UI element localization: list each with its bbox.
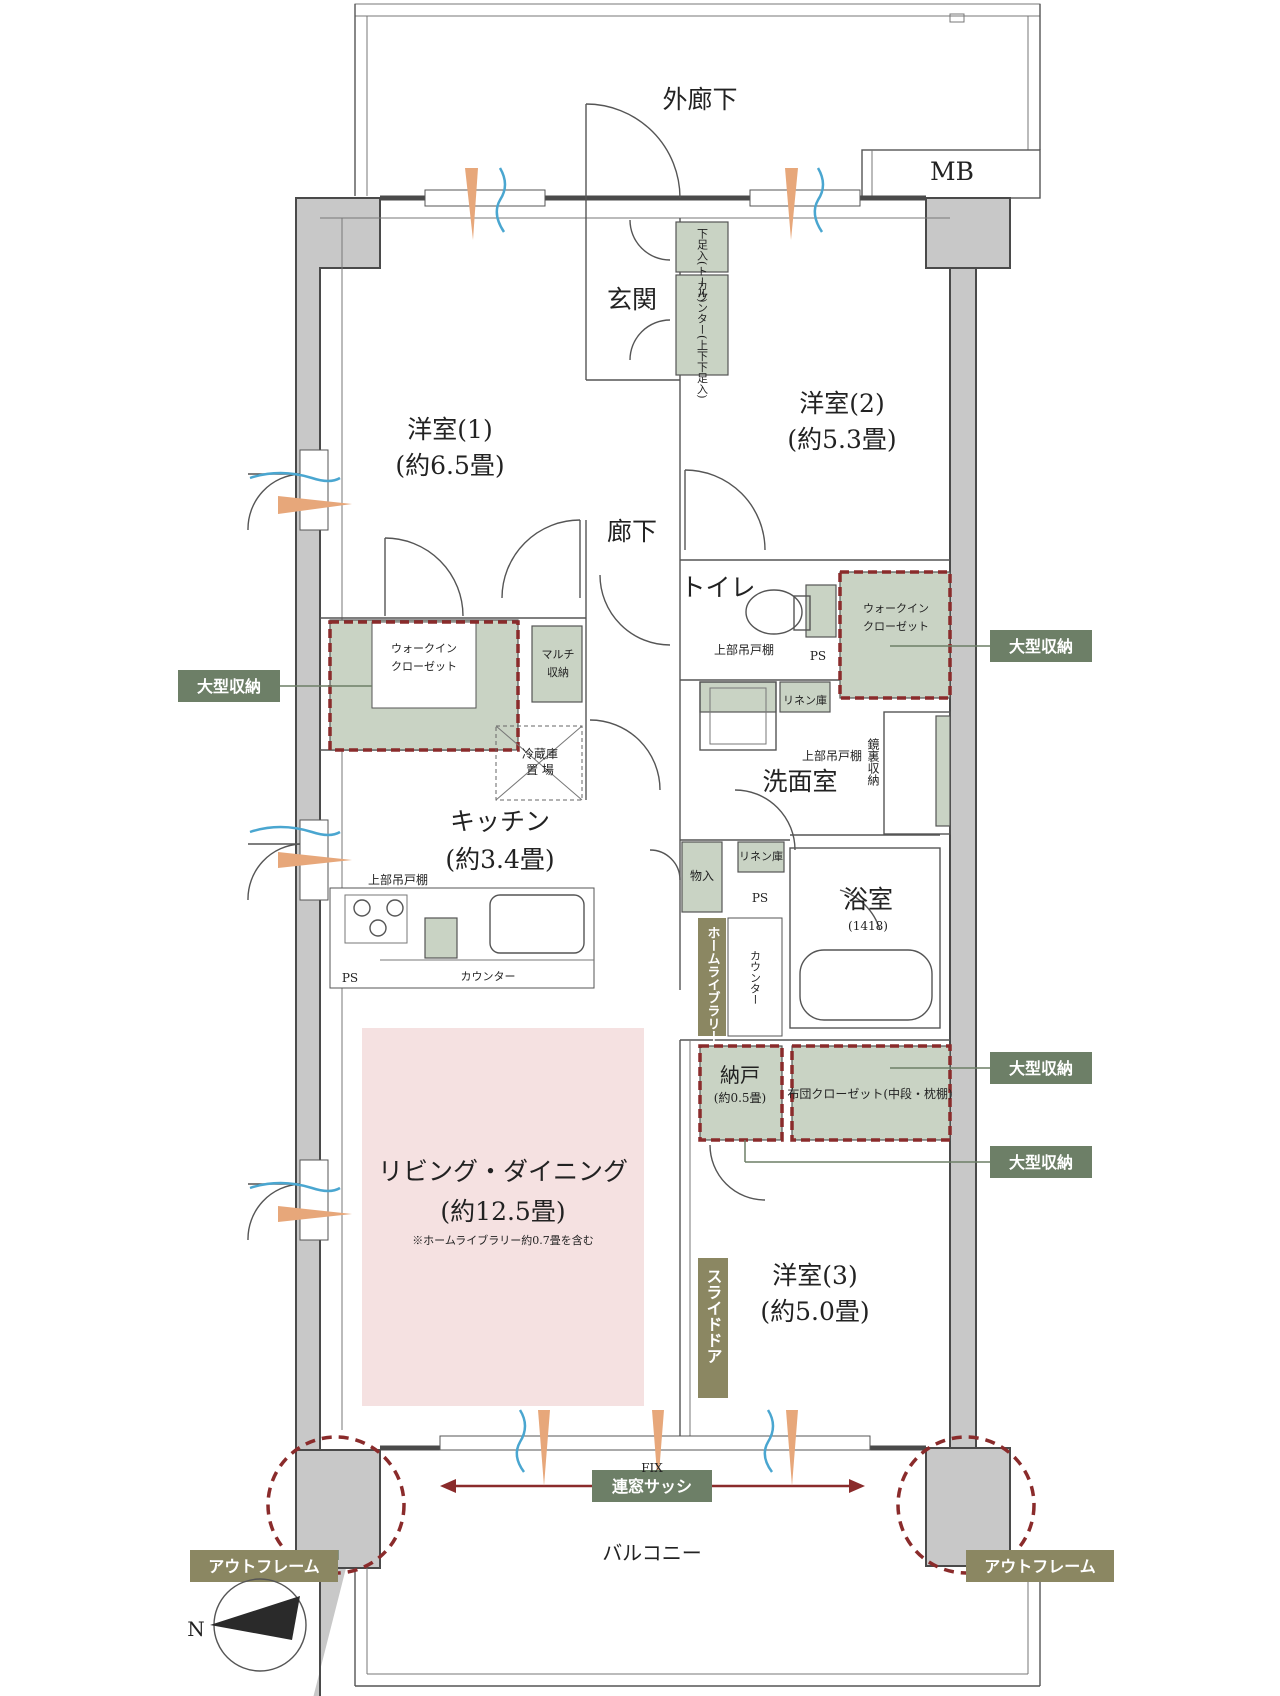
bathtub-icon <box>789 847 941 1029</box>
fridge-label-2: 置 場 <box>526 763 554 777</box>
closet-size: (約0.5畳) <box>714 1090 766 1105</box>
balcony-label: バルコニー <box>602 1541 702 1565</box>
door-swings <box>384 219 881 1201</box>
badge-outframe-right: アウトフレーム <box>966 1550 1114 1582</box>
shoe-box-counter-label: カウンター(上下下足入) <box>696 280 709 399</box>
corridor-railing <box>354 3 1041 196</box>
shoe-storage <box>675 221 729 376</box>
kitchen-name: キッチン <box>450 807 550 836</box>
counter-kitchen-label: カウンター <box>461 970 516 983</box>
multi-storage <box>531 625 583 703</box>
futon-closet-label: 布団クローゼット(中段・枕棚) <box>787 1086 952 1101</box>
room1-size: (約6.5畳) <box>395 451 504 480</box>
washroom-fixtures <box>699 681 951 835</box>
room3-size: (約5.0畳) <box>760 1297 869 1326</box>
fix-label: FIX <box>641 1461 663 1475</box>
kitchen-counter <box>329 887 595 989</box>
closet-name: 納戸 <box>720 1063 760 1087</box>
room3-name: 洋室(3) <box>772 1261 857 1290</box>
shoe-box-tall-label: 下足入(トール) <box>696 228 709 303</box>
wic-left-label-1: ウォークイン <box>391 642 457 655</box>
living-highlight <box>362 1028 644 1406</box>
leader-lines <box>280 645 990 1560</box>
room2-name: 洋室(2) <box>799 389 884 418</box>
multi-storage-label-2: 収納 <box>547 666 569 679</box>
compass-north-icon: N <box>187 1578 307 1672</box>
badge-label: 大型収納 <box>1009 637 1073 656</box>
top-windows <box>424 189 861 207</box>
ps-kitchen-label: PS <box>342 971 358 985</box>
badge-large-storage-right-1: 大型収納 <box>990 630 1092 662</box>
bathroom-size: (1418) <box>848 919 888 933</box>
upper-cabinet-toilet-label: 上部吊戸棚 <box>714 642 774 657</box>
living-note: ※ホームライブラリー約0.7畳を含む <box>412 1233 594 1247</box>
toilet-label: トイレ <box>680 573 755 602</box>
upper-cabinet-wash-label: 上部吊戸棚 <box>802 748 862 763</box>
storage-item-label: 物入 <box>690 869 714 883</box>
compass-n-label: N <box>187 1617 205 1641</box>
badge-label: ホームライブラリー <box>705 926 721 1043</box>
balcony-railing <box>354 1568 1041 1687</box>
linen-1-label: リネン庫 <box>783 693 827 707</box>
wic-left <box>328 619 520 752</box>
closets-lower <box>698 1044 952 1142</box>
badge-label: 大型収納 <box>1009 1059 1073 1078</box>
hallway-label: 廊下 <box>607 517 657 546</box>
wic-right-label-2: クローゼット <box>863 620 929 633</box>
multi-storage-label-1: マルチ <box>542 648 575 661</box>
entrance-label: 玄関 <box>607 285 657 314</box>
badge-label: アウトフレーム <box>208 1557 320 1576</box>
kitchen-size: (約3.4畳) <box>445 845 554 874</box>
mb-label: MB <box>930 157 974 186</box>
badge-label: 大型収納 <box>1009 1153 1073 1172</box>
wic-left-label-2: クローゼット <box>391 660 457 673</box>
ps-bath-label: PS <box>752 891 768 905</box>
ventilation-arrow-icon <box>249 167 825 1486</box>
room2-size: (約5.3畳) <box>787 425 896 454</box>
ps-toilet-label: PS <box>810 649 826 663</box>
badge-large-storage-right-3: 大型収納 <box>990 1146 1092 1178</box>
badge-large-storage-right-2: 大型収納 <box>990 1052 1092 1084</box>
entrance-door <box>585 103 681 199</box>
storage-item <box>681 841 723 913</box>
mirror-storage-label: 鏡裏収納 <box>866 737 880 786</box>
badge-label: 大型収納 <box>197 677 261 696</box>
linen-2-label: リネン庫 <box>739 849 783 863</box>
upper-cabinet-kitchen-label: 上部吊戸棚 <box>368 872 428 887</box>
library-counter <box>727 917 783 1037</box>
wic-right-label-1: ウォークイン <box>863 602 929 615</box>
badge-outframe-left: アウトフレーム <box>190 1550 338 1582</box>
badge-home-library: ホームライブラリー <box>698 918 726 1043</box>
washroom-label: 洗面室 <box>762 767 837 796</box>
badge-label: スライドドア <box>704 1268 723 1364</box>
bathroom-name: 浴室 <box>843 885 893 914</box>
badge-large-storage-left: 大型収納 <box>178 670 280 702</box>
outer-corridor-label: 外廊下 <box>662 85 737 114</box>
fridge-label-1: 冷蔵庫 <box>522 747 558 761</box>
badge-label: 連窓サッシ <box>612 1477 692 1496</box>
wic-right <box>838 570 952 700</box>
counter-library-label: カウンター <box>749 950 762 1005</box>
badge-continuous-sash: 連窓サッシ <box>592 1470 712 1502</box>
room1-name: 洋室(1) <box>407 415 492 444</box>
badge-label: アウトフレーム <box>984 1557 1096 1576</box>
living-size: (約12.5畳) <box>440 1197 565 1226</box>
living-name: リビング・ダイニング <box>378 1157 628 1186</box>
fridge-space <box>495 725 583 801</box>
badge-slide-door: スライドドア <box>698 1258 728 1398</box>
toilet-icon <box>745 584 837 638</box>
linen-2 <box>737 841 785 873</box>
